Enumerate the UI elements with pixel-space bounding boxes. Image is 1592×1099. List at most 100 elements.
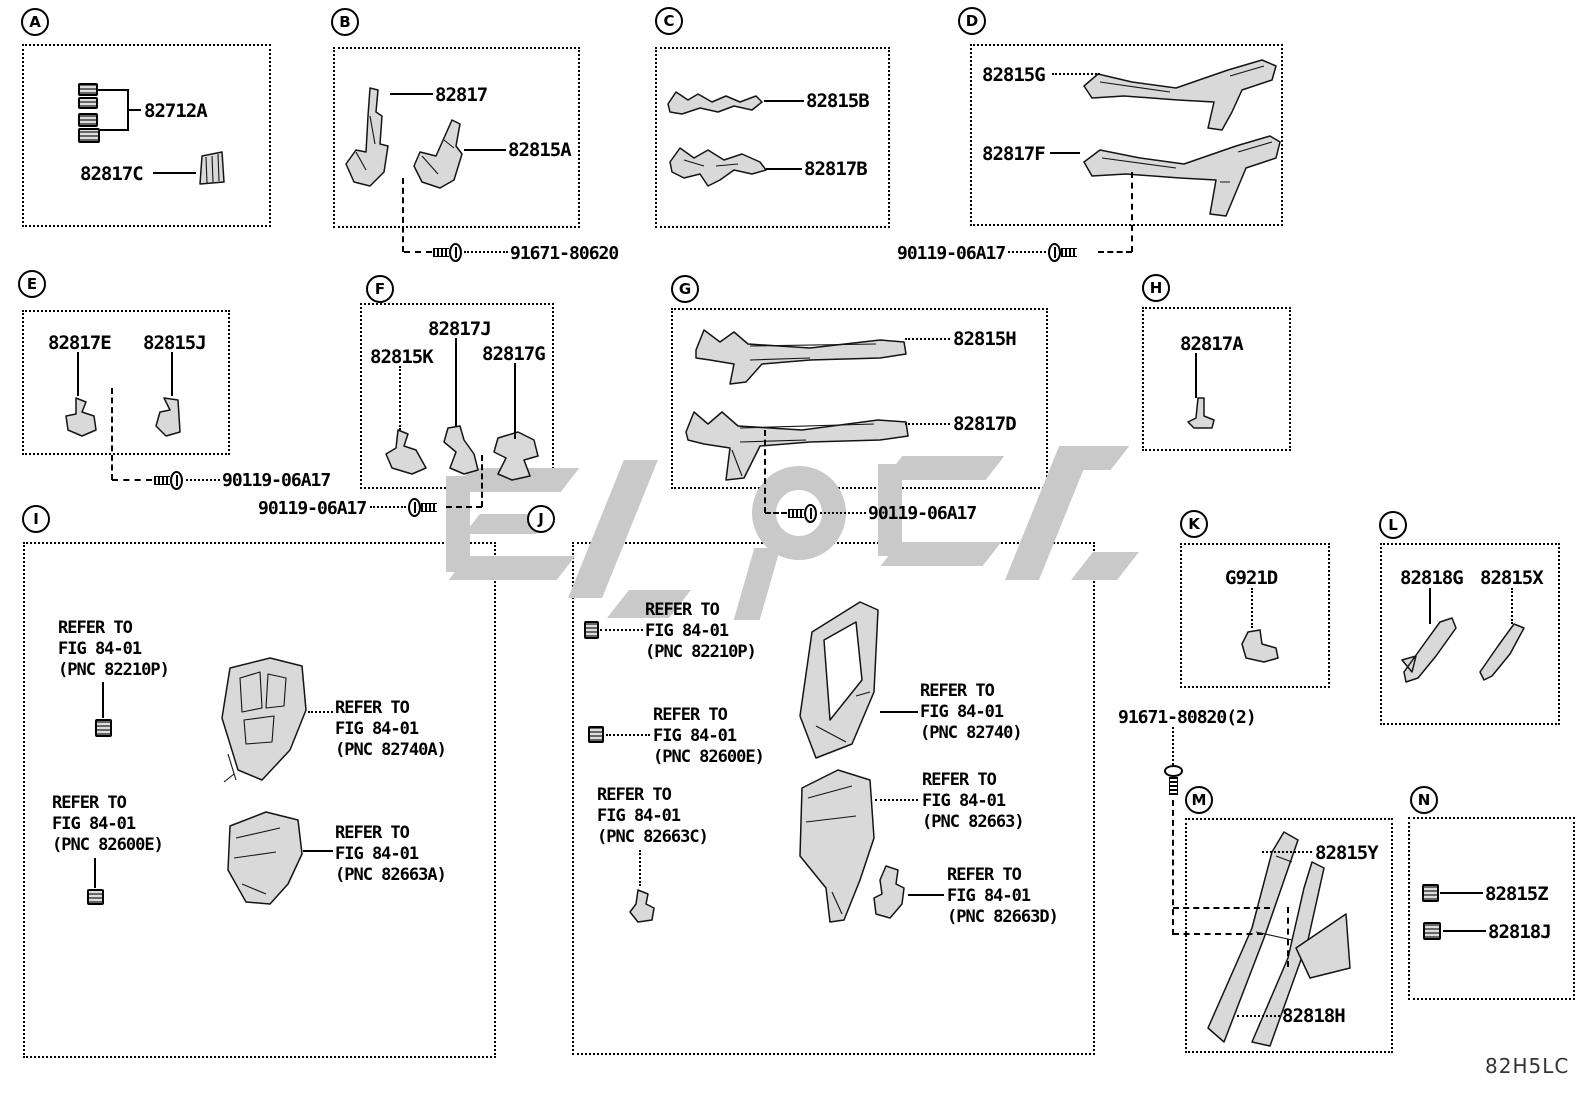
part-label: 82817J (428, 318, 492, 340)
refer-note: REFER TO FIG 84-01 (PNC 82663C) (597, 785, 709, 848)
dashed-line (1131, 172, 1133, 252)
section-badge-a: A (21, 8, 49, 36)
leader-line-dotted (1262, 851, 1312, 853)
part-label: 82815Z (1485, 883, 1549, 905)
part-illustration-frame-bracket (786, 596, 882, 764)
refer-note: REFER TO FIG 84-01 (PNC 82663) (922, 770, 1025, 833)
refer-line: FIG 84-01 (920, 702, 1004, 722)
leader-line (102, 682, 104, 718)
refer-note: REFER TO FIG 84-01 (PNC 82600E) (52, 793, 164, 856)
refer-line: REFER TO (922, 770, 997, 790)
refer-line: (PNC 82210P) (58, 660, 170, 680)
part-illustration-82818g (1398, 616, 1460, 684)
part-label: 82815X (1480, 567, 1544, 589)
leader-line-dotted (639, 850, 641, 886)
leader-line (98, 89, 127, 91)
part-label: 82815A (508, 139, 572, 161)
part-illustration-clamp (628, 888, 658, 924)
leader-line-dotted (905, 338, 950, 340)
part-label: 82712A (144, 100, 208, 122)
dashed-line (1287, 907, 1289, 967)
part-illustration-82817j (438, 424, 482, 476)
clip-icon (588, 726, 604, 743)
section-badge-m: M (1185, 786, 1213, 814)
part-illustration-82815j (152, 396, 186, 438)
dashed-line (402, 178, 404, 252)
part-label: 82817E (48, 332, 112, 354)
leader-line-dotted (1008, 251, 1046, 253)
part-illustration-cover (218, 806, 306, 910)
part-illustration-82817b (664, 140, 770, 190)
clip-icon (78, 83, 98, 96)
section-box-g (671, 308, 1048, 489)
part-label: 82815B (806, 90, 870, 112)
bolt-label: 90119-06A17 (897, 243, 1006, 264)
part-label: 82815G (982, 64, 1046, 86)
part-illustration-82817 (342, 86, 404, 190)
section-box-a (22, 44, 271, 227)
leader-line (514, 363, 516, 439)
section-box-c (655, 47, 890, 228)
part-illustration-82817d (682, 394, 912, 484)
leader-line-dotted (905, 423, 950, 425)
refer-note: REFER TO FIG 84-01 (PNC 82663A) (335, 823, 447, 886)
part-label: 82817D (953, 413, 1017, 435)
clip-icon (78, 128, 100, 143)
screw-icon (788, 504, 817, 523)
part-label: 82818G (1400, 567, 1464, 589)
refer-line: (PNC 82663) (922, 812, 1025, 832)
leader-line-dotted (820, 512, 866, 514)
part-label: 82818H (1282, 1005, 1346, 1027)
part-label: 82817F (982, 143, 1046, 165)
section-badge-k: K (1180, 510, 1208, 538)
part-label: 82815H (953, 328, 1017, 350)
part-label: 82817C (80, 163, 144, 185)
leader-line (390, 93, 433, 95)
part-label: 82815K (370, 346, 434, 368)
refer-line: FIG 84-01 (645, 621, 729, 641)
refer-line: (PNC 82663C) (597, 827, 709, 847)
part-illustration-82817a (1184, 396, 1216, 432)
refer-note: REFER TO FIG 84-01 (PNC 82210P) (645, 600, 757, 663)
dashed-line (446, 506, 482, 508)
part-illustration-82815y-82818h (1200, 828, 1360, 1048)
leader-line (764, 100, 804, 102)
leader-line (303, 850, 333, 852)
section-badge-l: L (1379, 511, 1407, 539)
refer-line: (PNC 82740) (920, 723, 1023, 743)
refer-line: FIG 84-01 (335, 844, 419, 864)
dashed-line (404, 251, 432, 253)
part-illustration-82817c (196, 150, 226, 186)
leader-line (455, 338, 457, 426)
leader-line (77, 352, 79, 396)
watermark-shape (878, 464, 902, 556)
leader-line (127, 109, 141, 111)
refer-line: (PNC 82210P) (645, 642, 757, 662)
section-badge-g: G (671, 275, 699, 303)
leader-line-dotted (1237, 1015, 1280, 1017)
leader-line (880, 711, 918, 713)
part-illustration-82815b (664, 86, 766, 122)
section-badge-f: F (366, 275, 394, 303)
section-box-i (23, 542, 496, 1058)
figure-code: 82H5LC (1485, 1054, 1570, 1078)
leader-line (153, 172, 196, 174)
leader-line-dotted (600, 629, 643, 631)
leader-line (908, 894, 944, 896)
refer-line: FIG 84-01 (947, 886, 1031, 906)
dashed-line (765, 512, 787, 514)
refer-line: FIG 84-01 (922, 791, 1006, 811)
section-box-d (970, 44, 1283, 226)
clip-icon (1422, 884, 1439, 902)
section-badge-b: B (331, 8, 359, 36)
refer-line: REFER TO (52, 793, 127, 813)
leader-line-dotted (464, 251, 508, 253)
leader-line (1443, 930, 1486, 932)
section-box-h (1142, 307, 1291, 451)
refer-note: REFER TO FIG 84-01 (PNC 82663D) (947, 865, 1059, 928)
leader-line (1195, 353, 1197, 398)
leader-line-dotted (399, 366, 401, 430)
bolt-label: 91671-80620 (510, 243, 619, 264)
part-illustration-cover-lower (786, 762, 878, 926)
refer-note: REFER TO FIG 84-01 (PNC 82740A) (335, 698, 447, 761)
